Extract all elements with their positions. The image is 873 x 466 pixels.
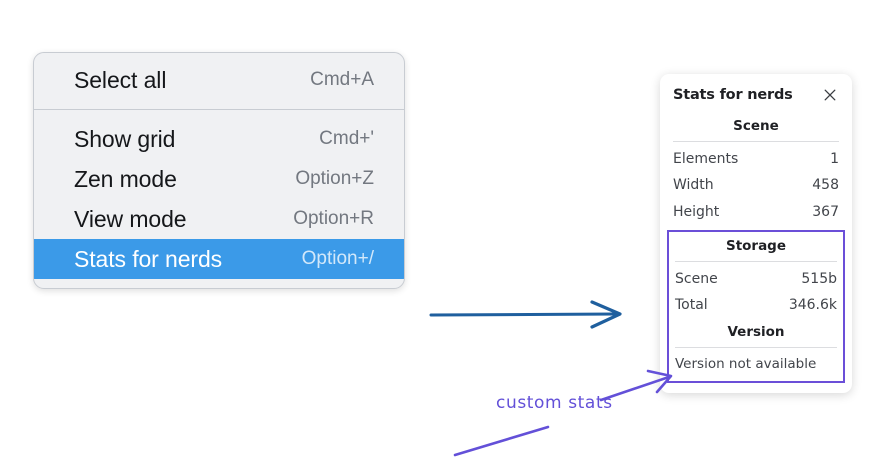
close-icon[interactable]: [822, 87, 838, 103]
stats-for-nerds-panel: Stats for nerds Scene Elements 1 Width 4…: [660, 74, 852, 394]
stat-key: Elements: [673, 151, 739, 167]
stat-key: Scene: [675, 270, 718, 287]
panel-header: Stats for nerds: [660, 74, 852, 112]
section-divider: [675, 347, 837, 349]
stat-row-width: Width 458: [673, 172, 839, 198]
stat-row-elements: Elements 1: [673, 146, 839, 172]
stat-value: 458: [812, 177, 839, 194]
menu-item-view-mode[interactable]: View mode Option+R: [34, 199, 404, 239]
menu-item-stats-for-nerds[interactable]: Stats for nerds Option+/: [34, 239, 404, 279]
stat-value: 1: [830, 151, 839, 167]
stat-row-storage-scene: Scene 515b: [675, 266, 837, 292]
menu-item-zen-mode[interactable]: Zen mode Option+Z: [34, 159, 404, 199]
panel-title: Stats for nerds: [673, 87, 793, 103]
menu-item-show-grid[interactable]: Show grid Cmd+': [34, 119, 404, 159]
section-title-version: Version: [727, 324, 785, 341]
menu-item-label: Zen mode: [74, 165, 177, 192]
menu-item-label: Stats for nerds: [74, 245, 223, 272]
stat-value: 515b: [801, 270, 837, 287]
menu-item-shortcut: Option+R: [293, 208, 374, 229]
stat-value: 346.6k: [788, 297, 837, 314]
menu-item-label: View mode: [74, 205, 187, 232]
menu-item-shortcut: Option+Z: [295, 168, 374, 189]
panel-body: Scene Elements 1 Width 458 Height 367 St…: [660, 112, 852, 393]
canvas-context-menu[interactable]: Select all Cmd+A Show grid Cmd+' Zen mod…: [33, 52, 405, 289]
stat-key: Width: [673, 177, 714, 194]
menu-group-selection: Select all Cmd+A: [34, 53, 404, 110]
stat-row-storage-total: Total 346.6k: [675, 292, 837, 318]
stat-key: Total: [675, 297, 708, 314]
menu-item-shortcut: Option+/: [301, 248, 374, 269]
stat-row-height: Height 367: [673, 199, 839, 225]
section-title-scene: Scene: [733, 118, 779, 134]
custom-stats-highlight-box: Storage Scene 515b Total 346.6k Version …: [667, 229, 845, 384]
menu-item-shortcut: Cmd+': [319, 128, 374, 149]
version-status-text: Version not available: [675, 356, 817, 373]
menu-item-select-all[interactable]: Select all Cmd+A: [34, 60, 404, 100]
menu-item-label: Show grid: [74, 125, 176, 152]
stat-value: 367: [812, 203, 839, 220]
section-divider: [675, 260, 837, 262]
menu-item-label: Select all: [74, 66, 167, 93]
purple-underline-stroke: [453, 425, 550, 457]
annotation-label-custom-stats: custom stats: [496, 393, 613, 413]
menu-item-shortcut: Cmd+A: [310, 69, 374, 90]
stat-key: Height: [673, 203, 720, 220]
blue-flow-arrow: [429, 300, 622, 329]
section-title-storage: Storage: [725, 237, 787, 254]
menu-group-view: Show grid Cmd+' Zen mode Option+Z View m…: [34, 110, 404, 288]
section-divider: [673, 141, 839, 142]
